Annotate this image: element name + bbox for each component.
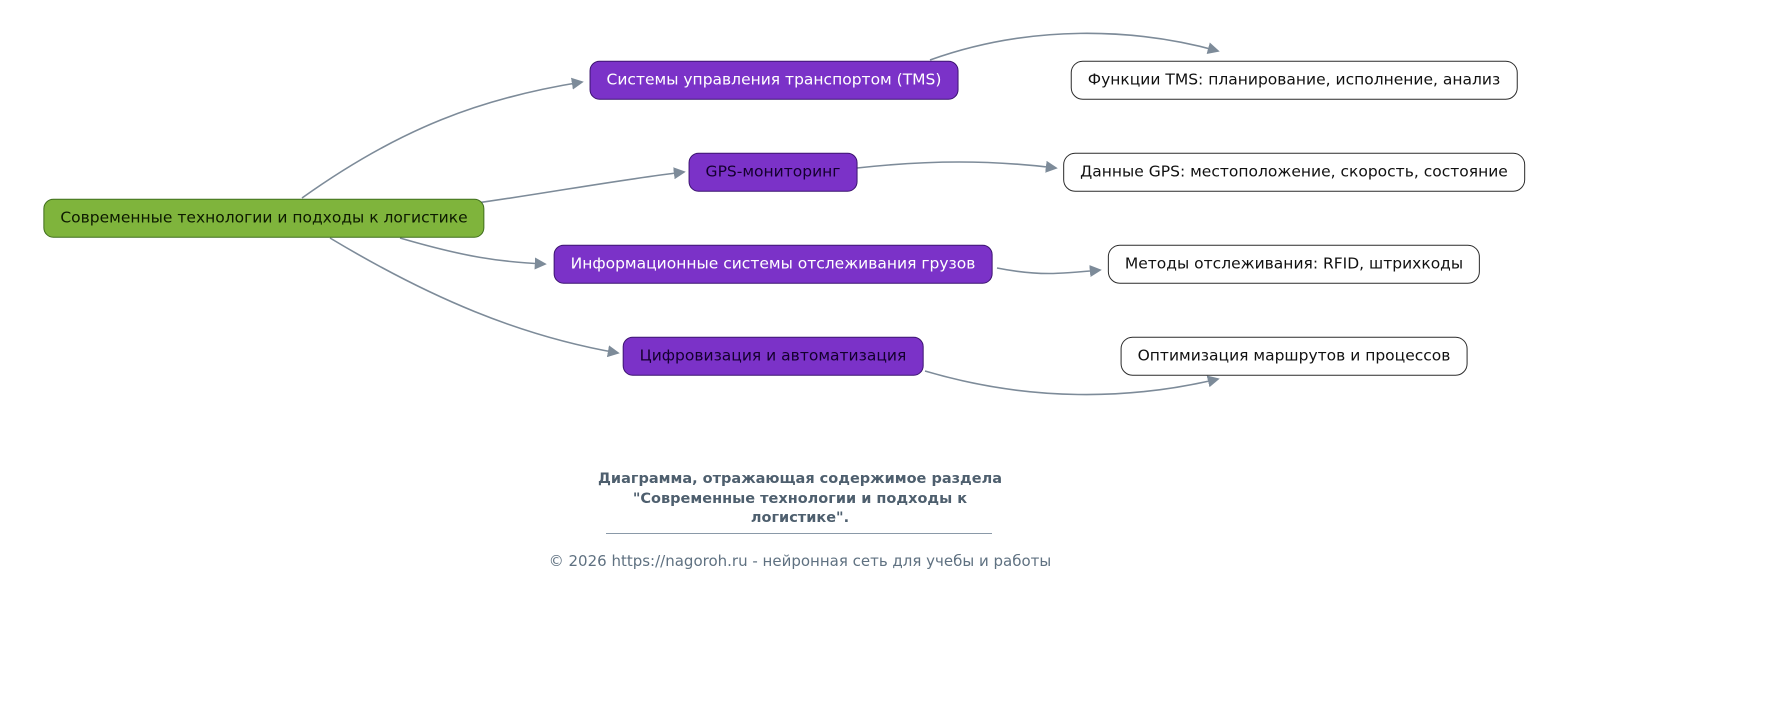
leaf-node-route-optimization: Оптимизация маршрутов и процессов xyxy=(1120,336,1468,376)
leaf-node-gps-data: Данные GPS: местоположение, скорость, со… xyxy=(1063,152,1525,192)
branch-node-gps-monitoring: GPS-мониторинг xyxy=(688,152,858,192)
caption-line-3: логистике". xyxy=(750,510,850,527)
footer-copyright: © 2026 https://nagoroh.ru - нейронная се… xyxy=(548,552,1052,570)
edge-root-tms xyxy=(301,77,584,199)
leaf-node-tms-functions: Функции TMS: планирование, исполнение, а… xyxy=(1070,60,1518,100)
caption-line-2: "Современные технологии и подходы к xyxy=(632,490,968,507)
caption-divider xyxy=(606,533,992,534)
edge-info-leaf xyxy=(996,265,1102,277)
leaf-node-tracking-methods: Методы отслеживания: RFID, штрихкоды xyxy=(1107,244,1481,284)
root-node-logistics-technologies: Современные технологии и подходы к логис… xyxy=(43,198,485,238)
branch-node-digitalization-automation: Цифровизация и автоматизация xyxy=(622,336,924,376)
branch-node-tms: Системы управления транспортом (TMS) xyxy=(589,60,959,100)
caption-line-1: Диаграмма, отражающая содержимое раздела xyxy=(598,471,1002,487)
edge-tms-leaf xyxy=(929,32,1220,61)
diagram-caption: Диаграмма, отражающая содержимое раздела… xyxy=(560,470,1040,529)
edge-gps-leaf xyxy=(856,160,1058,173)
branch-node-cargo-tracking-systems: Информационные системы отслеживания груз… xyxy=(553,244,993,284)
edge-root-gps xyxy=(469,167,686,205)
edge-root-info xyxy=(399,237,547,270)
